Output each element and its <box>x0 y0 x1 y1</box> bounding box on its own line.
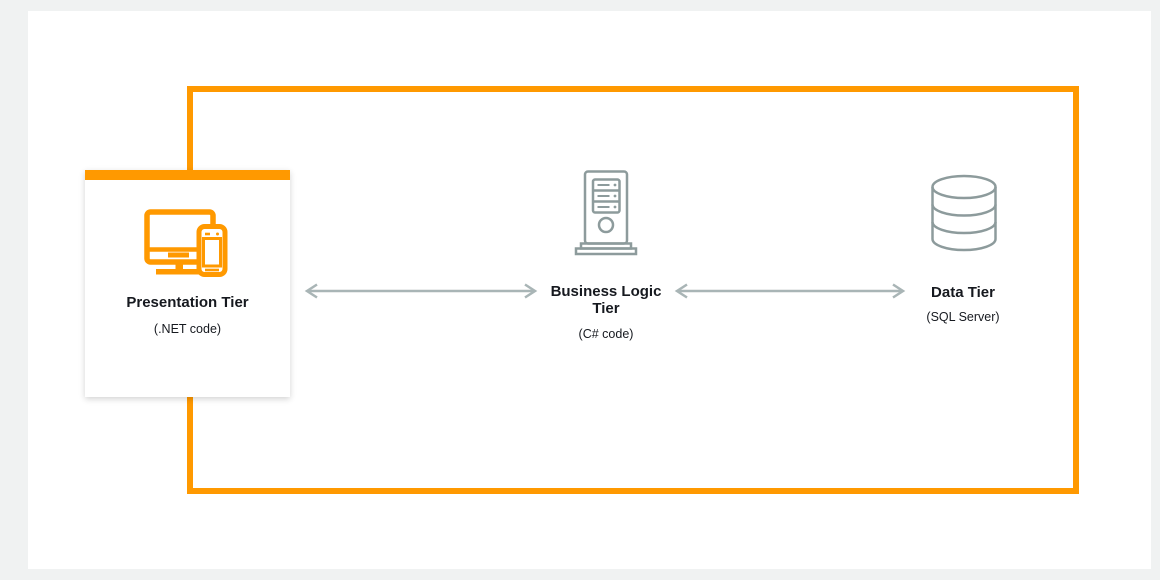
bidirectional-arrow-business-data <box>674 283 906 299</box>
monitor-stand-neck <box>175 262 183 269</box>
data-tier-title: Data Tier <box>931 284 995 301</box>
presentation-icon-wrap <box>85 209 290 279</box>
database-top-ellipse <box>931 174 997 200</box>
arrow-head-left <box>674 283 688 299</box>
business-logic-label: Business Logic Tier (C# code) <box>548 283 664 341</box>
monitor-stand-base <box>155 269 201 275</box>
arrow-head-right <box>892 283 906 299</box>
server-slot-dot <box>613 183 617 187</box>
database-band-arc <box>931 204 997 217</box>
presentation-tier-subtitle: (.NET code) <box>153 322 222 336</box>
data-tier-subtitle: (SQL Server) <box>926 310 1000 324</box>
server-slot-dot <box>613 205 617 209</box>
data-tier-label: Data Tier (SQL Server) <box>903 284 1023 324</box>
database-cylinder-icon <box>931 174 997 252</box>
desktop-and-mobile-icon <box>143 209 227 277</box>
presentation-tier-title: Presentation Tier <box>126 294 249 311</box>
phone-screen <box>201 237 222 268</box>
business-logic-title: Business Logic Tier <box>550 283 662 317</box>
database-band-arc <box>931 221 997 235</box>
arrow-head-right <box>524 283 538 299</box>
server-tower-icon <box>574 170 638 256</box>
bidirectional-arrow-presentation-business <box>304 283 538 299</box>
monitor-bezel-button <box>167 252 189 258</box>
presentation-tier-card: Presentation Tier (.NET code) <box>85 170 290 397</box>
arrow-head-left <box>304 283 318 299</box>
business-logic-subtitle: (C# code) <box>578 327 634 341</box>
data-tier-icon-wrap <box>931 174 997 252</box>
card-accent-bar <box>85 170 290 180</box>
phone-camera-dot <box>215 232 219 236</box>
server-panel <box>591 178 621 214</box>
server-power-circle <box>597 216 615 234</box>
server-base <box>574 247 638 256</box>
business-logic-icon-wrap <box>574 170 638 256</box>
database-bottom-arc <box>931 238 997 252</box>
server-slot-dot <box>613 194 617 198</box>
